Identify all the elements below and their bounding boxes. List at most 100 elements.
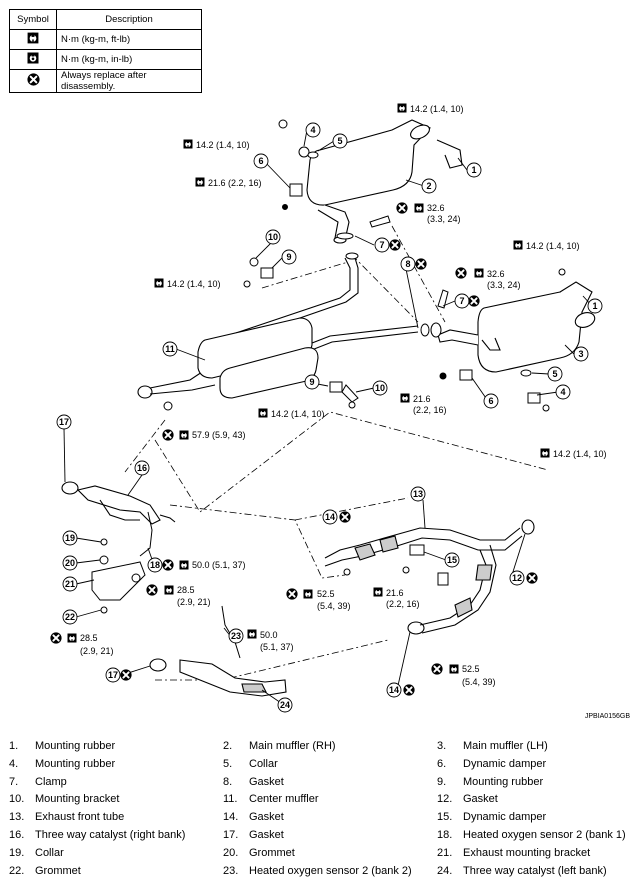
three-way-catalyst-left-bank <box>149 658 287 697</box>
part-name: Three way catalyst (left bank) <box>463 864 607 877</box>
always-replace-icon <box>120 669 132 681</box>
callout-number: 24 <box>280 700 290 710</box>
part-name: Gasket <box>249 828 284 841</box>
wrench-torque-icon <box>67 633 77 643</box>
list-item: 5.Collar <box>223 756 437 774</box>
legend-row-desc: N·m (kg-m, ft-lb) <box>56 29 202 50</box>
list-item: 12.Gasket <box>437 791 635 809</box>
torque-label: 21.6 <box>386 588 404 598</box>
torque-label: 21.6 <box>413 394 431 404</box>
callout-number: 15 <box>447 555 457 565</box>
torque-label: (5.1, 37) <box>260 642 294 652</box>
wrench-torque-icon <box>414 203 424 213</box>
list-item: 4.Mounting rubber <box>9 756 223 774</box>
wrench-torque-icon <box>9 29 57 50</box>
part-number: 12. <box>437 793 453 806</box>
part-number: 2. <box>223 740 233 752</box>
always-replace-icon <box>389 239 401 251</box>
parts-row: 1.Mounting rubber 2.Main muffler (RH) 3.… <box>9 738 635 756</box>
wrench-torque-icon <box>303 589 313 599</box>
part-name: Main muffler (LH) <box>463 740 548 752</box>
list-item: 14.Gasket <box>223 809 437 827</box>
legend-table: Symbol Description N·m (kg-m, ft-lb) N·m… <box>9 9 202 93</box>
callout-number: 4 <box>310 125 315 135</box>
callout-number: 1 <box>471 165 476 175</box>
list-item: 10. Mounting bracket <box>9 791 223 809</box>
part-number: 7. <box>9 775 19 788</box>
always-replace-icon <box>396 202 408 214</box>
list-item: 21.Exhaust mounting bracket <box>437 845 635 863</box>
callout-number: 2 <box>426 181 431 191</box>
legend-header-symbol: Symbol <box>9 9 57 30</box>
three-way-catalyst-right-bank <box>61 481 176 525</box>
torque-label: 14.2 (1.4, 10) <box>271 409 325 419</box>
list-item: 11.Center muffler <box>223 791 437 809</box>
list-item: 13. Exhaust front tube <box>9 809 223 827</box>
part-name: Mounting rubber <box>463 775 544 788</box>
part-name: Heated oxygen sensor 2 (bank 1) <box>463 828 626 841</box>
part-name: Exhaust front tube <box>35 811 125 824</box>
torque-label: 14.2 (1.4, 10) <box>526 241 580 251</box>
part-number: 1. <box>9 740 19 752</box>
part-name: Mounting bracket <box>35 793 120 806</box>
torque-label: 32.6 <box>487 269 505 279</box>
always-replace-icon <box>455 267 467 279</box>
always-replace-icon <box>162 429 174 441</box>
list-item: 17. Gasket <box>223 827 437 845</box>
callout-number: 13 <box>413 489 423 499</box>
torque-label: 50.0 <box>260 630 278 640</box>
part-number: 11. <box>223 793 238 806</box>
always-replace-icon <box>50 632 62 644</box>
wrench-torque-icon <box>373 587 383 597</box>
torque-label: 14.2 (1.4, 10) <box>196 140 250 150</box>
always-replace-icon <box>162 559 174 571</box>
part-number: 19. <box>9 846 25 859</box>
callout-number: 16 <box>137 463 147 473</box>
wrench-torque-icon <box>258 408 268 418</box>
part-name: Grommet <box>35 864 81 877</box>
wrench-torque-icon <box>183 139 193 149</box>
always-replace-icon <box>431 663 443 675</box>
callout-number: 9 <box>286 252 291 262</box>
always-replace-icon <box>526 572 538 584</box>
always-replace-icon <box>468 295 480 307</box>
torque-label: 52.5 <box>317 589 335 599</box>
list-item: 24.Three way catalyst (left bank) <box>437 863 635 881</box>
list-item: 2.Main muffler (RH) <box>223 738 437 756</box>
list-item: 19.Collar <box>9 845 223 863</box>
callout-number: 6 <box>258 156 263 166</box>
part-number: 6. <box>437 757 447 770</box>
callout-number: 23 <box>231 631 241 641</box>
wrench-torque-icon <box>540 448 550 458</box>
callout-number: 5 <box>552 369 557 379</box>
part-number: 10. <box>9 793 25 806</box>
callout-number: 12 <box>512 573 522 583</box>
part-name: Heated oxygen sensor 2 (bank 2) <box>249 864 412 877</box>
part-number: 17. <box>223 828 239 841</box>
exhaust-front-tube <box>324 519 535 635</box>
wrench-torque-icon <box>513 240 523 250</box>
list-item: 3.Main muffler (LH) <box>437 738 635 756</box>
callout-number: 14 <box>325 512 335 522</box>
callout-number: 1 <box>592 301 597 311</box>
callouts <box>56 122 603 713</box>
exhaust-mounting-bracket <box>91 561 146 601</box>
callout-number: 4 <box>560 387 565 397</box>
list-item: 8.Gasket <box>223 774 437 792</box>
callout-number: 22 <box>65 612 75 622</box>
wrench-torque-small-icon <box>9 49 57 70</box>
always-replace-icon <box>146 584 158 596</box>
torque-label: (2.2, 16) <box>386 599 420 609</box>
torque-label: 14.2 (1.4, 10) <box>553 449 607 459</box>
callout-number: 20 <box>65 558 75 568</box>
list-item: 9.Mounting rubber <box>437 774 635 792</box>
torque-labels: 14.2 (1.4, 10) 14.2 (1.4, 10) 21.6 (2.2,… <box>50 103 607 687</box>
reference-lines <box>124 225 549 681</box>
callout-number: 5 <box>337 136 342 146</box>
parts-row: 7.Clamp 8.Gasket 9.Mounting rubber <box>9 774 635 792</box>
torque-label: (2.9, 21) <box>177 597 211 607</box>
legend-header-description: Description <box>56 9 202 30</box>
list-item: 16.Three way catalyst (right bank) <box>9 827 223 845</box>
part-number: 13. <box>9 811 25 824</box>
wrench-torque-icon <box>449 664 459 674</box>
